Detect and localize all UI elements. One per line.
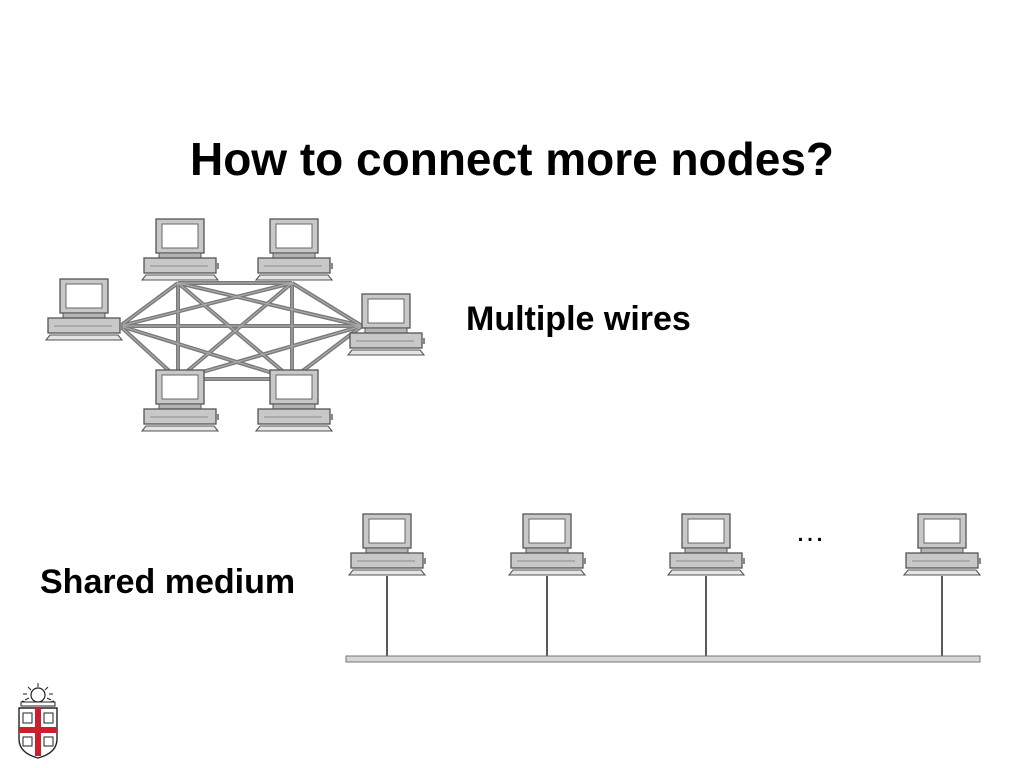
computer-icon [45,278,124,341]
shared-bus-line [345,655,981,663]
bus-drop-lines [386,576,943,657]
computer-icon [255,218,334,281]
multiple-wires-label: Multiple wires [466,300,691,338]
computer-icon [348,513,427,576]
shared-medium-label: Shared medium [40,563,296,601]
computer-icon [667,513,746,576]
computer-icon [903,513,982,576]
slide-title: How to connect more nodes? [189,133,835,185]
crest-logo-icon [18,683,58,759]
computer-icon [141,218,220,281]
more-nodes-ellipsis: … [795,515,827,548]
computer-icon [508,513,587,576]
